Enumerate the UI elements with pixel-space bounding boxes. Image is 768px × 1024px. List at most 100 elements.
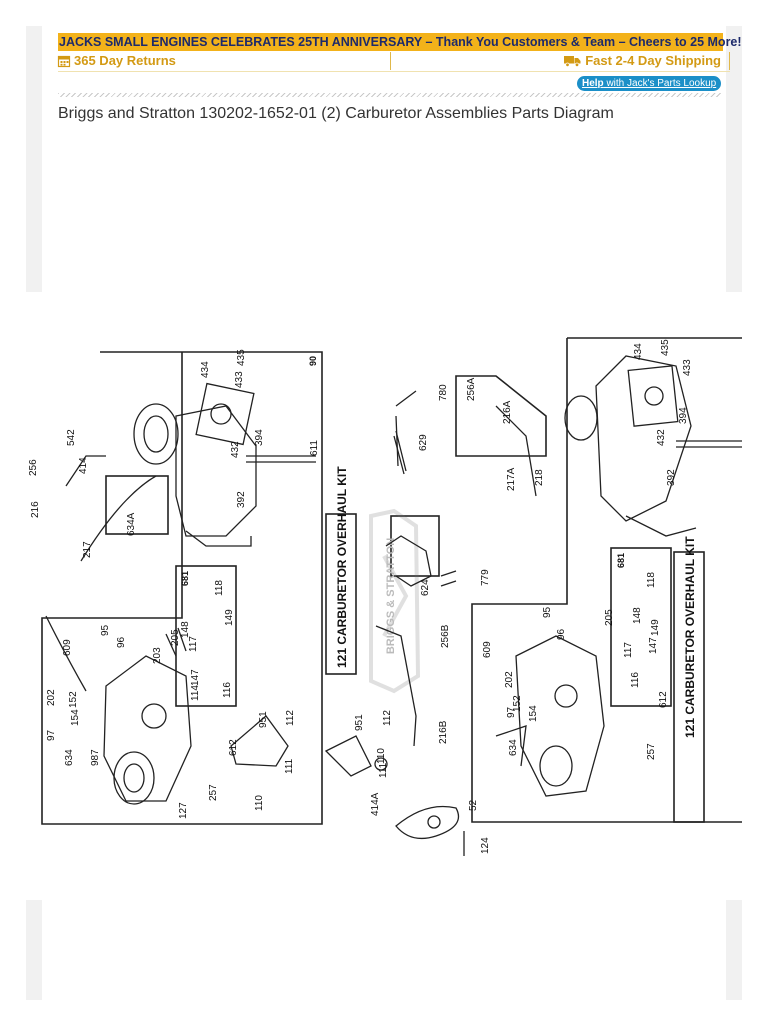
part-number-label: 154 bbox=[70, 709, 81, 726]
part-number-label: 217 bbox=[82, 541, 93, 558]
returns-label: 365 Day Returns bbox=[74, 53, 176, 68]
part-number-label: 414 bbox=[78, 457, 89, 474]
part-number-label: 118 bbox=[214, 580, 225, 596]
part-number-label: 112 bbox=[285, 710, 296, 726]
part-number-label: 629 bbox=[418, 434, 429, 451]
kit-label: 121 CARBURETOR OVERHAUL KIT bbox=[683, 536, 697, 738]
part-number-label: 218 bbox=[534, 469, 545, 486]
part-number-label: 202 bbox=[46, 689, 57, 706]
part-number-label: 780 bbox=[438, 384, 449, 401]
part-number-label: 256B bbox=[440, 624, 451, 648]
part-number-label: 435 bbox=[660, 339, 671, 356]
part-number-label: 216A bbox=[502, 400, 513, 424]
divider bbox=[729, 52, 730, 70]
part-number-label: 634 bbox=[64, 749, 75, 766]
box-label: 90 bbox=[308, 356, 318, 366]
part-number-label: 433 bbox=[682, 359, 693, 376]
part-number-label: 951 bbox=[354, 714, 365, 731]
part-number-label: 95 bbox=[100, 624, 111, 636]
part-number-label: 152 bbox=[68, 691, 79, 708]
part-number-label: 112 bbox=[382, 710, 393, 726]
part-number-label: 611 bbox=[309, 440, 320, 456]
part-number-label: 124 bbox=[480, 837, 491, 854]
part-number-label: 127 bbox=[178, 802, 189, 819]
box-label: 681 bbox=[180, 571, 190, 586]
part-number-label: 609 bbox=[62, 639, 73, 656]
page-title: Briggs and Stratton 130202-1652-01 (2) C… bbox=[58, 105, 614, 122]
part-number-label: 434 bbox=[633, 343, 644, 360]
watermark-text: BRIGGS & STRATTON bbox=[385, 538, 397, 654]
part-number-label: 609 bbox=[482, 641, 493, 658]
part-number-label: 114 bbox=[190, 685, 201, 701]
right-gutter-bottom bbox=[726, 900, 742, 1000]
part-number-label: 154 bbox=[528, 705, 539, 722]
part-number-label: 202 bbox=[504, 671, 515, 688]
part-number-label: 257 bbox=[646, 743, 657, 760]
part-number-label: 97 bbox=[506, 706, 517, 718]
part-number-label: 147 bbox=[648, 637, 659, 654]
part-number-label: 634 bbox=[508, 739, 519, 756]
part-number-label: 116 bbox=[630, 672, 641, 688]
part-number-label: 394 bbox=[678, 407, 689, 424]
divider bbox=[390, 52, 391, 70]
info-bar-underline bbox=[58, 71, 730, 72]
help-prefix: Help bbox=[582, 78, 604, 89]
part-number-label: 52 bbox=[468, 799, 479, 811]
shipping-link[interactable]: Fast 2-4 Day Shipping bbox=[564, 53, 721, 68]
part-number-label: 432 bbox=[230, 441, 241, 458]
part-number-label: 148 bbox=[632, 607, 643, 624]
part-number-label: 96 bbox=[556, 628, 567, 640]
part-number-label: 152 bbox=[512, 695, 523, 712]
info-bar: 365 Day Returns Fast 2-4 Day Shipping bbox=[57, 51, 730, 72]
part-number-label: 987 bbox=[90, 749, 101, 766]
part-number-label: 111 bbox=[284, 758, 295, 774]
parts-diagram-svg: BRIGGS & STRATTON bbox=[28, 337, 742, 856]
truck-icon bbox=[564, 55, 581, 67]
part-number-label: 116 bbox=[222, 682, 233, 698]
part-number-label: 149 bbox=[224, 609, 235, 626]
right-gutter-top bbox=[726, 26, 742, 292]
part-number-label: 612 bbox=[228, 739, 239, 756]
part-number-label: 256 bbox=[28, 459, 39, 476]
part-number-label: 205 bbox=[170, 629, 181, 646]
anniversary-banner[interactable]: JACKS SMALL ENGINES CELEBRATES 25TH ANNI… bbox=[58, 33, 742, 51]
calendar-icon bbox=[57, 55, 71, 67]
part-number-label: 392 bbox=[236, 491, 247, 508]
parts-diagram[interactable]: BRIGGS & STRATTON bbox=[26, 296, 742, 890]
part-number-label: 414A bbox=[370, 792, 381, 816]
part-number-label: 118 bbox=[646, 572, 657, 588]
part-number-label: 203 bbox=[152, 647, 163, 664]
part-number-label: 624 bbox=[420, 579, 431, 596]
part-number-label: 434 bbox=[200, 361, 211, 378]
part-number-label: 205 bbox=[604, 609, 615, 626]
box-label: 681 bbox=[616, 553, 626, 568]
part-number-label: 435 bbox=[236, 349, 247, 366]
part-number-label: 433 bbox=[234, 371, 245, 388]
part-number-label: 96 bbox=[116, 636, 127, 648]
part-number-label: 110 bbox=[254, 795, 265, 811]
returns-link[interactable]: 365 Day Returns bbox=[57, 53, 176, 68]
help-parts-lookup-button[interactable]: Help with Jack's Parts Lookup bbox=[577, 76, 722, 91]
part-number-label: 147 bbox=[190, 669, 201, 686]
part-number-label: 612 bbox=[658, 691, 669, 708]
part-number-label: 110 bbox=[376, 748, 387, 764]
part-number-label: 392 bbox=[666, 469, 677, 486]
part-number-label: 432 bbox=[656, 429, 667, 446]
part-number-label: 149 bbox=[650, 619, 661, 636]
part-number-label: 542 bbox=[66, 429, 77, 446]
zigzag-divider bbox=[58, 93, 722, 97]
part-number-label: 779 bbox=[480, 569, 491, 586]
part-number-label: 111 bbox=[378, 762, 389, 778]
part-number-label: 634A bbox=[126, 512, 137, 536]
part-number-label: 117 bbox=[188, 636, 199, 652]
part-number-label: 97 bbox=[46, 729, 57, 741]
part-number-label: 394 bbox=[254, 429, 265, 446]
left-gutter-top bbox=[26, 26, 42, 292]
kit-label: 121 CARBURETOR OVERHAUL KIT bbox=[335, 466, 349, 668]
part-number-label: 148 bbox=[180, 621, 191, 638]
part-number-label: 216B bbox=[438, 720, 449, 744]
part-number-label: 95 bbox=[542, 606, 553, 618]
shipping-label: Fast 2-4 Day Shipping bbox=[585, 53, 721, 68]
part-number-label: 216 bbox=[30, 501, 41, 518]
part-number-label: 256A bbox=[466, 377, 477, 401]
